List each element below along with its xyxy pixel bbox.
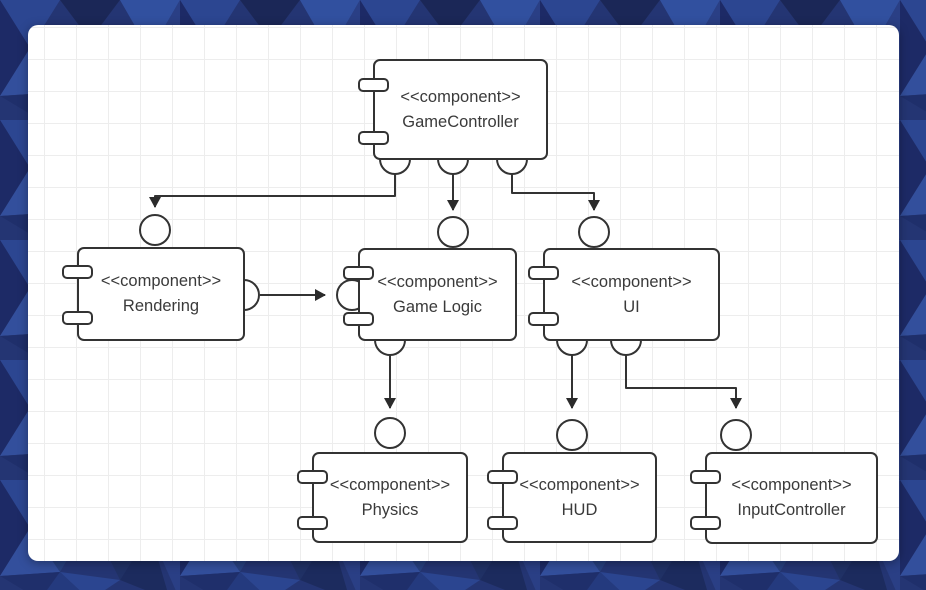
component-ui[interactable]: <<component>> UI bbox=[528, 248, 720, 341]
component-tab-icon bbox=[358, 78, 389, 92]
component-tab-icon bbox=[528, 266, 559, 280]
component-tab-icon bbox=[343, 312, 374, 326]
component-name: UI bbox=[623, 297, 640, 316]
component-name: Physics bbox=[361, 500, 419, 519]
component-stereotype: <<component>> bbox=[329, 475, 451, 494]
component-tab-icon bbox=[62, 265, 93, 279]
component-inputcontroller[interactable]: <<component>> InputController bbox=[690, 452, 878, 544]
component-physics[interactable]: <<component>> Physics bbox=[297, 452, 468, 543]
component-stereotype: <<component>> bbox=[400, 87, 521, 106]
component-name: GameController bbox=[402, 112, 519, 131]
component-name: Rendering bbox=[122, 297, 200, 315]
component-hud[interactable]: <<component>> HUD bbox=[487, 452, 657, 543]
component-tab-icon bbox=[343, 266, 374, 280]
component-tab-icon bbox=[297, 470, 328, 484]
component-name: HUD bbox=[561, 500, 598, 519]
component-tab-icon bbox=[487, 516, 518, 530]
component-tab-icon bbox=[690, 470, 721, 484]
component-gamelogic[interactable]: <<component>> Game Logic bbox=[343, 248, 517, 341]
component-tab-icon bbox=[487, 470, 518, 484]
component-tab-icon bbox=[358, 131, 389, 145]
component-tab-icon bbox=[297, 516, 328, 530]
component-stereotype: <<component>> bbox=[100, 272, 222, 290]
component-stereotype: <<component>> bbox=[519, 475, 640, 494]
component-tab-icon bbox=[690, 516, 721, 530]
component-gamecontroller[interactable]: <<component>> GameController bbox=[358, 59, 548, 160]
component-rendering[interactable]: <<component>> Rendering bbox=[62, 247, 245, 341]
component-tab-icon bbox=[528, 312, 559, 326]
component-stereotype: <<component>> bbox=[571, 272, 692, 291]
component-stereotype: <<component>> bbox=[377, 272, 498, 291]
component-name: InputController bbox=[737, 501, 846, 519]
component-stereotype: <<component>> bbox=[731, 476, 852, 494]
component-name: Game Logic bbox=[393, 297, 482, 316]
component-tab-icon bbox=[62, 311, 93, 325]
